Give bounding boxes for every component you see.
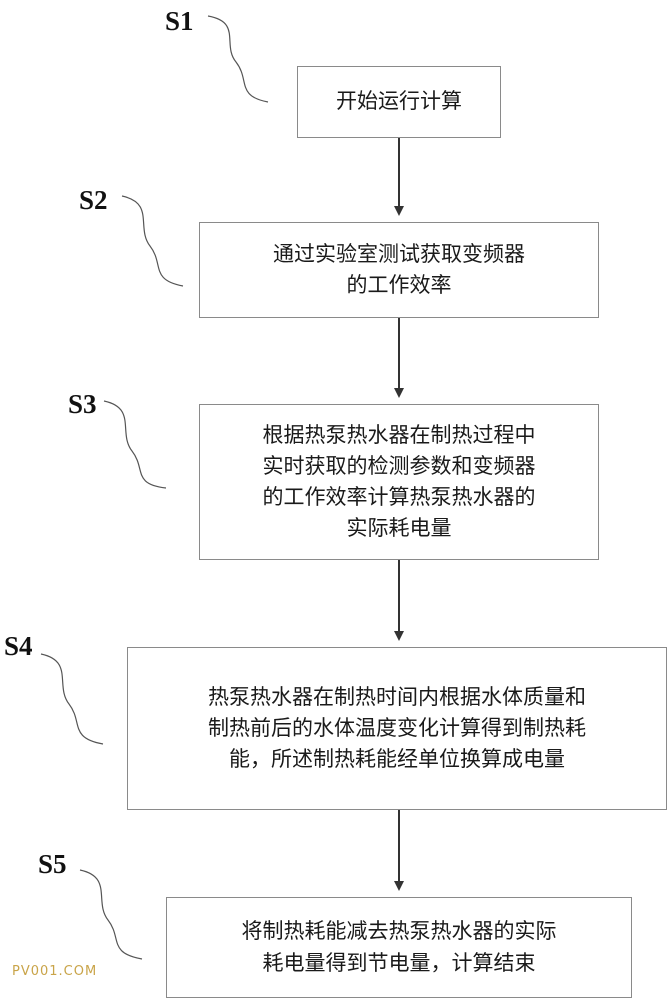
step-label-s2: S2: [79, 185, 108, 215]
leader-line-s3: [103, 400, 167, 489]
step-text-s4: 热泵热水器在制热时间内根据水体质量和 制热前后的水体温度变化计算得到制热耗 能，…: [208, 684, 586, 772]
step-box-s4: 热泵热水器在制热时间内根据水体质量和 制热前后的水体温度变化计算得到制热耗 能，…: [127, 647, 667, 810]
step-label-s3: S3: [68, 389, 97, 419]
leader-line-s2: [121, 195, 184, 287]
step-label-s4: S4: [4, 631, 33, 661]
step-box-s5: 将制热耗能减去热泵热水器的实际 耗电量得到节电量，计算结束: [166, 897, 632, 998]
step-label-s5: S5: [38, 849, 67, 879]
step-text-s3: 根据热泵热水器在制热过程中 实时获取的检测参数和变频器 的工作效率计算热泵热水器…: [262, 422, 536, 541]
step-box-s1: 开始运行计算: [297, 66, 501, 138]
leader-line-s1: [207, 15, 269, 103]
step-box-s3: 根据热泵热水器在制热过程中 实时获取的检测参数和变频器 的工作效率计算热泵热水器…: [199, 404, 599, 560]
step-box-s2: 通过实验室测试获取变频器 的工作效率: [199, 222, 599, 318]
leader-line-s5: [79, 869, 143, 960]
step-text-s1: 开始运行计算: [336, 89, 462, 114]
step-text-s5: 将制热耗能减去热泵热水器的实际 耗电量得到节电量，计算结束: [241, 919, 557, 975]
step-text-s2: 通过实验室测试获取变频器 的工作效率: [273, 241, 525, 297]
leader-line-s4: [40, 653, 104, 745]
watermark-text: PV001.COM: [12, 964, 98, 979]
step-label-s1: S1: [165, 6, 194, 36]
